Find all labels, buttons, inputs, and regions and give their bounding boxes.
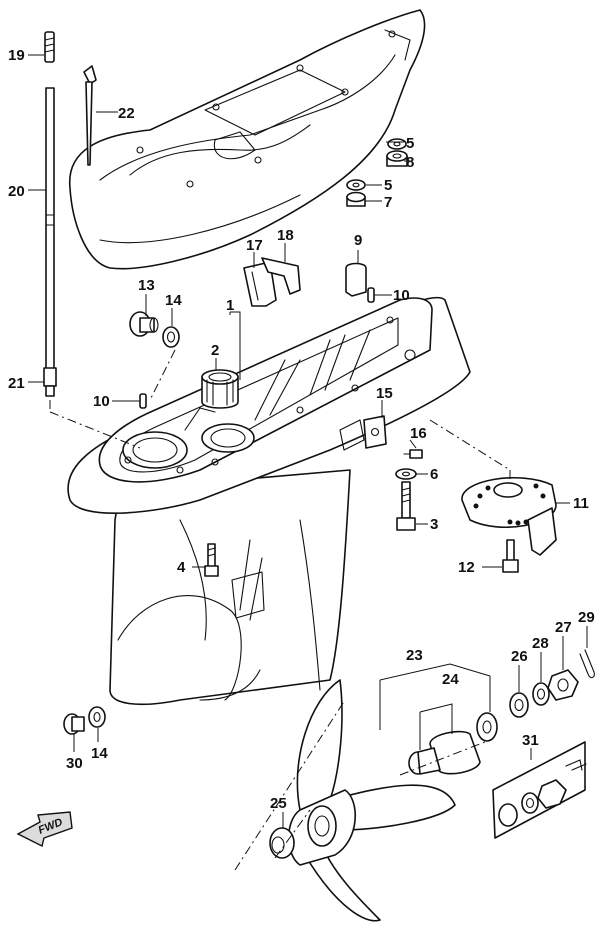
bolt-4 — [204, 543, 219, 577]
callout-12: 12 — [458, 559, 475, 576]
callout-16: 16 — [410, 425, 427, 442]
callout-3: 3 — [430, 516, 438, 533]
plug-30 — [63, 713, 85, 735]
nut-8 — [386, 150, 408, 167]
callout-2: 2 — [211, 342, 219, 359]
washer-26 — [509, 692, 529, 718]
washer-6 — [395, 468, 417, 480]
propeller — [288, 679, 456, 922]
coupler-21 — [43, 367, 57, 397]
cotter-pin-29 — [579, 649, 595, 679]
nut-7 — [346, 191, 366, 207]
callout-10a: 10 — [393, 287, 410, 304]
washer-24b — [476, 712, 498, 742]
callout-11: 11 — [573, 495, 589, 512]
washer-14-top — [162, 326, 180, 348]
callout-20: 20 — [8, 183, 25, 200]
gear-case-housing — [67, 296, 471, 706]
callout-19: 19 — [8, 47, 25, 64]
callout-5b: 5 — [384, 177, 392, 194]
bolt-3 — [396, 481, 416, 531]
part-9 — [345, 262, 367, 297]
callout-30: 30 — [66, 755, 83, 772]
callouts: 19 22 20 21 5 8 5 7 9 17 18 10 13 14 1 2… — [8, 47, 595, 812]
washer-28 — [532, 682, 550, 706]
pin-10-top — [367, 287, 375, 303]
fwd-arrow-icon: FWD — [16, 811, 73, 848]
callout-25: 25 — [270, 795, 287, 812]
gear-case-cover — [68, 9, 426, 270]
rod-end-19 — [44, 31, 55, 63]
callout-8: 8 — [406, 154, 414, 171]
callout-21: 21 — [8, 375, 25, 392]
plug-13 — [129, 311, 159, 337]
screw-16 — [403, 449, 423, 459]
washer-14-lower — [88, 706, 106, 728]
callout-15: 15 — [376, 385, 393, 402]
callout-14b: 14 — [91, 745, 108, 762]
callout-24: 24 — [442, 671, 459, 688]
callout-5a: 5 — [406, 135, 414, 152]
bracket-15 — [363, 415, 387, 449]
kit-31-box — [492, 741, 587, 839]
part-18 — [261, 257, 301, 295]
washer-5-top — [387, 138, 407, 150]
nut-27 — [547, 669, 579, 701]
callout-18: 18 — [277, 227, 294, 244]
callout-29: 29 — [578, 609, 595, 626]
callout-13: 13 — [138, 277, 155, 294]
bushing-24 — [408, 730, 481, 775]
callout-10b: 10 — [93, 393, 110, 410]
callout-14a: 14 — [165, 292, 182, 309]
cable-tie-22 — [83, 65, 97, 166]
callout-23: 23 — [406, 647, 423, 664]
callout-9: 9 — [354, 232, 362, 249]
leader-lines — [28, 54, 588, 828]
sleeve-2 — [201, 369, 239, 409]
callout-26: 26 — [511, 648, 528, 665]
callout-28: 28 — [532, 635, 549, 652]
washer-25 — [269, 827, 295, 859]
washer-5-lower — [346, 179, 366, 191]
callout-7: 7 — [384, 194, 392, 211]
alignment-lines — [49, 349, 511, 871]
callout-31: 31 — [522, 732, 539, 749]
callout-1: 1 — [226, 297, 234, 314]
pin-10-left — [139, 393, 147, 409]
callout-22: 22 — [118, 105, 135, 122]
callout-17: 17 — [246, 237, 263, 254]
callout-27: 27 — [555, 619, 572, 636]
callout-6: 6 — [430, 466, 438, 483]
shift-rod — [45, 87, 55, 374]
callout-4: 4 — [177, 559, 186, 576]
bolt-12 — [502, 539, 519, 573]
anode-11 — [461, 477, 557, 556]
